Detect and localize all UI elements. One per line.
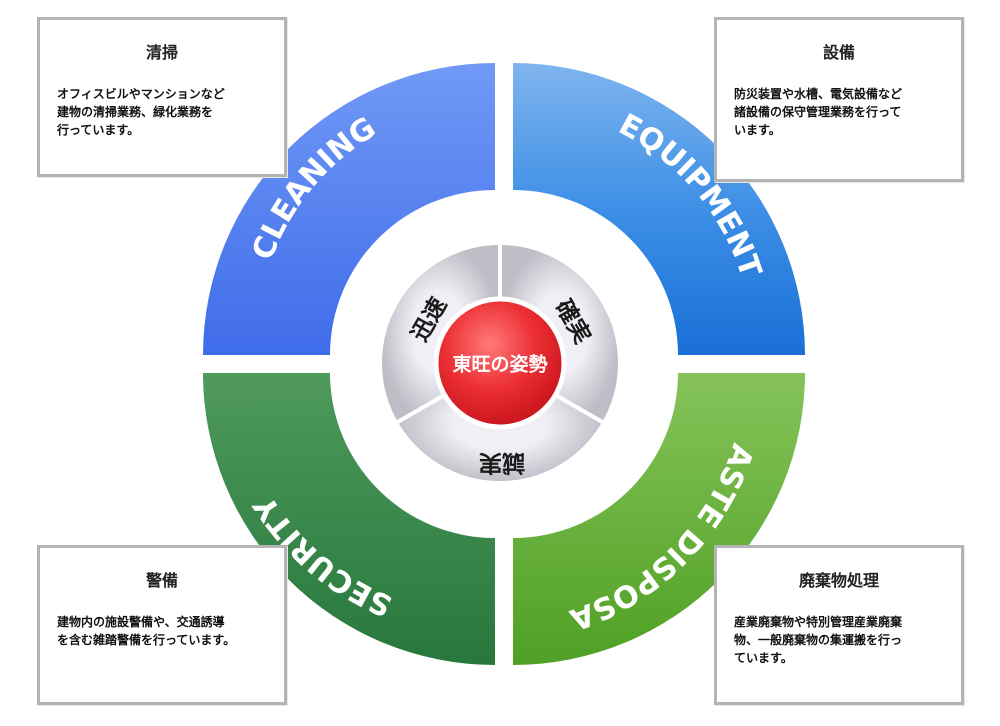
card-line: 建物内の施設警備や、交通誘導 (57, 615, 225, 629)
sincere-label: 誠実 (479, 450, 525, 477)
waste-disposal-segment[interactable] (513, 373, 805, 665)
card-line: 建物の清掃業務、緑化業務を (57, 105, 214, 119)
card-line: 諸設備の保守管理業務を行って (734, 105, 902, 119)
card-line: 物、一般廃棄物の集運搬を行っ (734, 633, 903, 647)
security-segment[interactable] (203, 373, 495, 665)
center-label: 東旺の姿勢 (452, 353, 547, 376)
center-circle[interactable] (433, 296, 567, 430)
security-card-title: 警備 (145, 571, 178, 590)
ring-segments (203, 63, 805, 665)
equipment-card: 設備 防災装置や水槽、電気設備など 諸設備の保守管理業務を行って います。 (714, 17, 964, 182)
waste-disposal-card: 廃棄物処理 産業廃棄物や特別管理産業廃棄 物、一般廃棄物の集運搬を行っ ています… (714, 545, 964, 705)
card-line: を含む雑踏警備を行っています。 (57, 633, 236, 647)
cleaning-card: 清掃 オフィスビルやマンションなど 建物の清掃業務、緑化業務を 行っています。 (37, 17, 287, 177)
security-card: 警備 建物内の施設警備や、交通誘導 を含む雑踏警備を行っています。 (37, 545, 287, 705)
card-line: オフィスビルやマンションなど (57, 87, 225, 101)
equipment-segment[interactable] (513, 63, 805, 355)
equipment-card-title: 設備 (822, 43, 855, 62)
cleaning-segment[interactable] (203, 63, 495, 355)
card-line: 産業廃棄物や特別管理産業廃棄 (734, 615, 903, 629)
card-line: います。 (734, 123, 781, 137)
cleaning-card-text: オフィスビルやマンションなど 建物の清掃業務、緑化業務を 行っています。 (57, 85, 270, 139)
waste-disposal-card-title: 廃棄物処理 (798, 571, 879, 590)
equipment-card-text: 防災装置や水槽、電気設備など 諸設備の保守管理業務を行って います。 (734, 85, 947, 139)
card-line: ています。 (734, 651, 793, 665)
waste-disposal-card-text: 産業廃棄物や特別管理産業廃棄 物、一般廃棄物の集運搬を行っ ています。 (734, 613, 947, 667)
card-line: 防災装置や水槽、電気設備など (734, 87, 903, 101)
security-card-text: 建物内の施設警備や、交通誘導 を含む雑踏警備を行っています。 (57, 613, 270, 649)
cleaning-card-title: 清掃 (145, 43, 178, 62)
card-line: 行っています。 (57, 123, 140, 137)
